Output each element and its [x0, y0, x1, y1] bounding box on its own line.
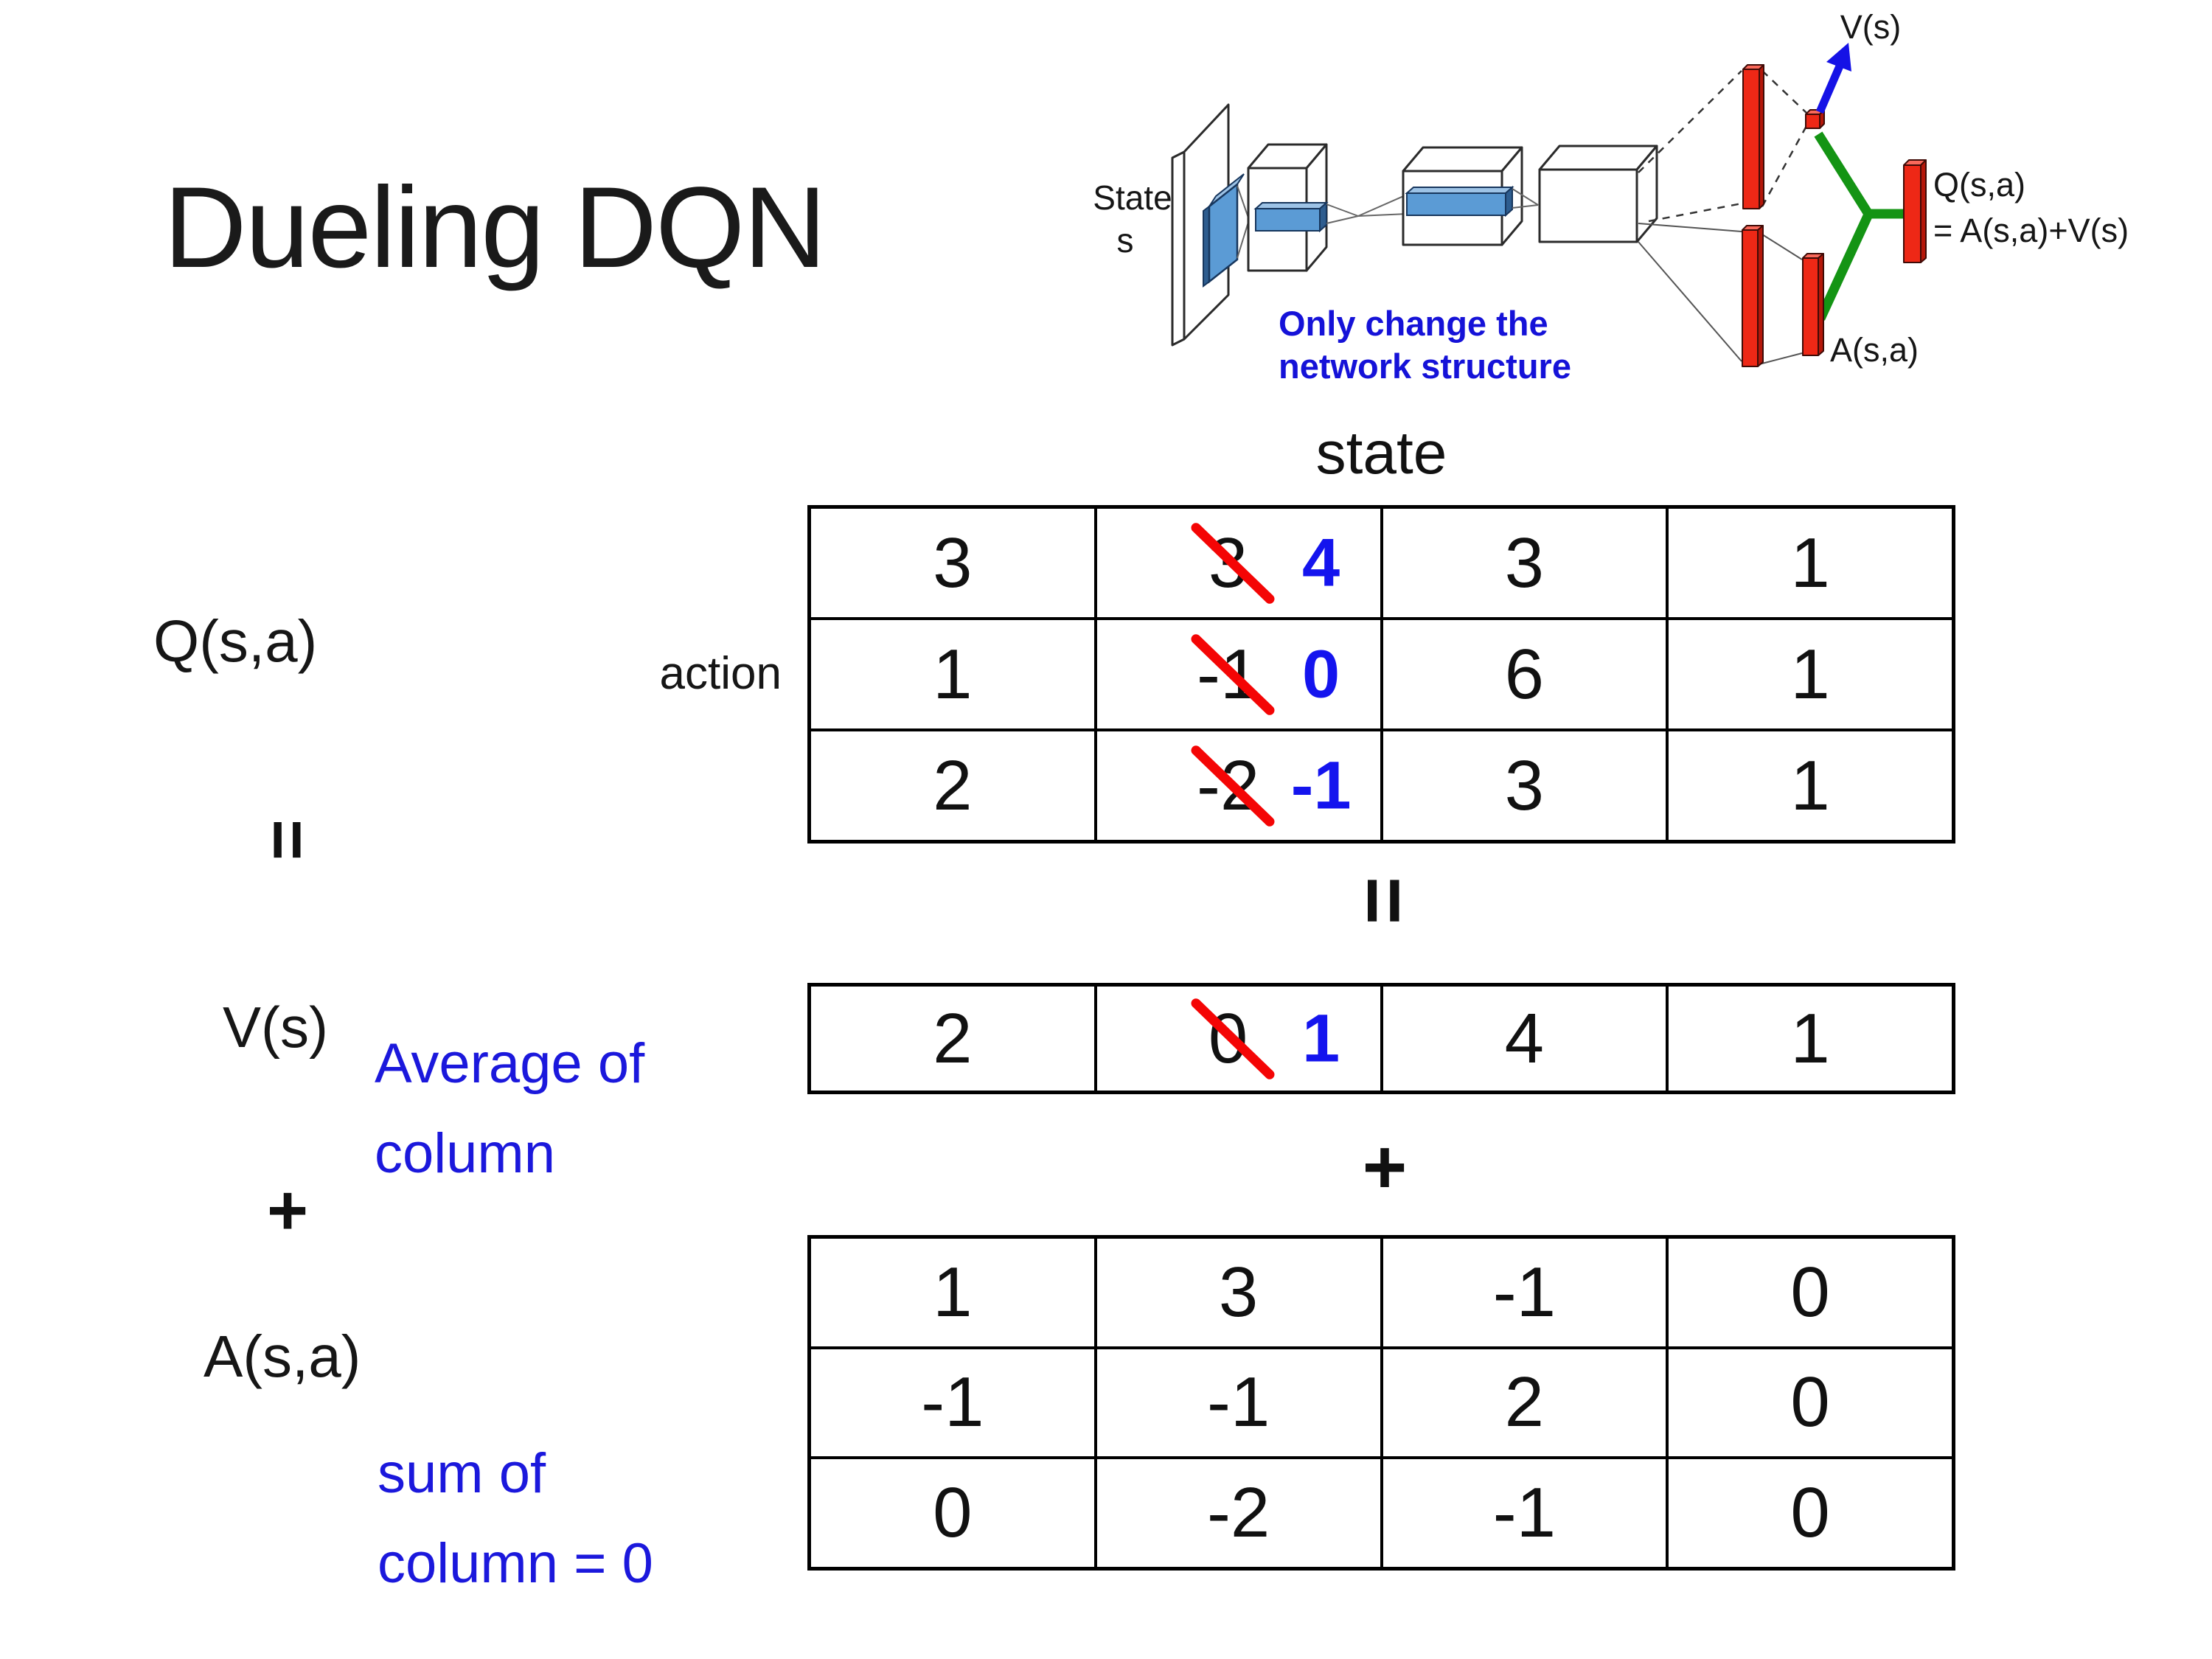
- a-cell-r2c3: 0: [1667, 1458, 1953, 1568]
- advantage-hidden-bar: [1742, 225, 1764, 367]
- q-output-bar: [1903, 159, 1927, 263]
- v-values-table: 2 0 1 4 1: [807, 983, 1955, 1094]
- v-cell-c1: 0 1: [1095, 985, 1382, 1092]
- a-cell-r2c2: -1: [1381, 1458, 1668, 1568]
- value-hidden-bar: [1742, 64, 1764, 209]
- q-cell-r0c0: 3: [810, 507, 1096, 619]
- state-axis-label: state: [1315, 420, 1447, 487]
- v-cell-c2: 4: [1381, 985, 1668, 1092]
- dueling-network-diagram: State s V(s) Q(s,a) = A(s,a)+V(s) A(s,a)…: [1069, 0, 2212, 413]
- a-cell-r1c0: -1: [810, 1347, 1096, 1458]
- v-cell-c0: 2: [810, 985, 1096, 1092]
- q-cell-r2c1: -2 -1: [1095, 730, 1382, 841]
- average-note-line1: Average of: [375, 1032, 645, 1095]
- diagram-state-label-line2: s: [1117, 221, 1134, 260]
- diagram-state-label-line1: State: [1093, 178, 1172, 217]
- a-matrix-label: A(s,a): [204, 1324, 361, 1389]
- sum-note-line1: sum of: [378, 1442, 546, 1505]
- q-cell-r2c3: 1: [1667, 730, 1953, 841]
- corrected-value: 1: [1302, 1001, 1340, 1076]
- diagram-note-line2: network structure: [1279, 347, 1571, 386]
- network-diagram-svg: State s V(s) Q(s,a) = A(s,a)+V(s) A(s,a)…: [1093, 8, 2129, 386]
- advantage-stream-connections: [1638, 223, 1803, 365]
- a-cell-r0c2: -1: [1381, 1237, 1668, 1348]
- q-cell-r1c2: 6: [1381, 619, 1668, 730]
- value-output-arrow: [1815, 43, 1851, 114]
- advantage-output-bar: [1802, 253, 1824, 356]
- a-cell-r2c1: -2: [1095, 1458, 1382, 1568]
- action-axis-label: action: [659, 648, 782, 699]
- diagram-v-output-label: V(s): [1840, 8, 1902, 46]
- merge-green-lines: [1814, 131, 1903, 321]
- q-cell-r0c1: 3 4: [1095, 507, 1382, 619]
- average-note-line2: column: [375, 1121, 555, 1185]
- conv-box-4: [1538, 145, 1658, 243]
- q-cell-r1c3: 1: [1667, 619, 1953, 730]
- diagram-q-output-label-line1: Q(s,a): [1933, 166, 2025, 204]
- slide-title: Dueling DQN: [164, 164, 827, 292]
- q-cell-r2c2: 3: [1381, 730, 1668, 841]
- q-cell-r1c1: -1 0: [1095, 619, 1382, 730]
- feature-bar-3: [1405, 185, 1539, 218]
- q-cell-r1c0: 1: [810, 619, 1096, 730]
- v-row-label: V(s): [223, 995, 328, 1060]
- sum-of-column-note: sum of column = 0: [378, 1429, 653, 1608]
- corrected-value: 4: [1302, 525, 1340, 600]
- a-cell-r0c1: 3: [1095, 1237, 1382, 1348]
- a-cell-r1c1: -1: [1095, 1347, 1382, 1458]
- q-cell-r0c3: 1: [1667, 507, 1953, 619]
- v-cell-c3: 1: [1667, 985, 1953, 1092]
- value-stream-dashed-connections: [1638, 70, 1808, 223]
- equals-sign-center: =: [1338, 876, 1431, 925]
- diagram-note-line1: Only change the: [1279, 304, 1548, 343]
- diagram-q-output-label-line2: = A(s,a)+V(s): [1933, 212, 2129, 249]
- sum-note-line2: column = 0: [378, 1531, 653, 1595]
- diagram-a-output-label: A(s,a): [1830, 331, 1919, 369]
- plus-sign-center: +: [1362, 1124, 1408, 1210]
- plus-sign-left: +: [266, 1171, 309, 1250]
- q-cell-r0c2: 3: [1381, 507, 1668, 619]
- input-plane-shape: [1171, 103, 1230, 347]
- q-values-table: 3 3 4 3 1 1 -1 0 6 1 2 -2 -1 3 1: [807, 505, 1955, 844]
- corrected-value: -1: [1290, 748, 1352, 823]
- corrected-value: 0: [1302, 636, 1340, 712]
- q-cell-r2c0: 2: [810, 730, 1096, 841]
- a-cell-r2c0: 0: [810, 1458, 1096, 1568]
- average-of-column-note: Average of column: [375, 1019, 644, 1198]
- a-values-table: 1 3 -1 0 -1 -1 2 0 0 -2 -1 0: [807, 1235, 1955, 1571]
- conv-filter-slab: [1203, 173, 1250, 288]
- a-cell-r1c2: 2: [1381, 1347, 1668, 1458]
- q-matrix-label: Q(s,a): [153, 608, 318, 674]
- equals-sign-left: =: [248, 818, 327, 861]
- a-cell-r1c3: 0: [1667, 1347, 1953, 1458]
- a-cell-r0c0: 1: [810, 1237, 1096, 1348]
- a-cell-r0c3: 0: [1667, 1237, 1953, 1348]
- feature-bar-2: [1253, 194, 1408, 233]
